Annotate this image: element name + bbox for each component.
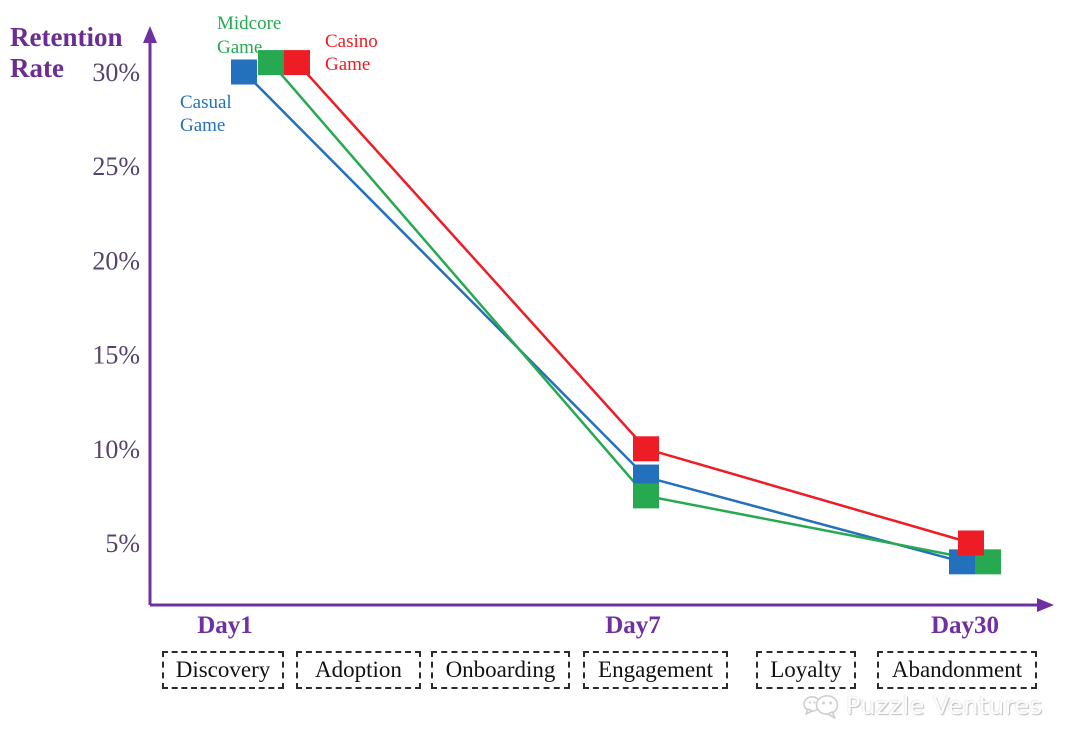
y-axis-title: Retention Rate	[10, 22, 123, 84]
y-tick-10%: 10%	[92, 435, 140, 464]
line-casual-game	[243, 71, 963, 564]
legend-midcore-game-line1: Midcore	[217, 13, 281, 34]
stage-box-label: Abandonment	[891, 657, 1023, 682]
stage-box-adoption: Adoption	[296, 651, 421, 689]
x-axis-arrow-icon	[1037, 598, 1054, 612]
stage-box-abandonment: Abandonment	[877, 651, 1037, 689]
stage-box-label: Loyalty	[770, 657, 842, 682]
axes	[143, 26, 1054, 612]
legend-casino-game-line1: Casino	[325, 31, 378, 52]
stage-box-label: Engagement	[598, 657, 713, 682]
stage-box-label: Adoption	[315, 657, 402, 682]
x-label-day1: Day1	[197, 612, 253, 639]
y-tick-20%: 20%	[92, 246, 140, 275]
speech-bubbles-icon	[803, 695, 839, 719]
x-label-day7: Day7	[605, 612, 661, 639]
line-midcore-game	[270, 61, 989, 564]
y-tick-5%: 5%	[105, 529, 140, 558]
marker-casino-game-day7	[633, 436, 659, 462]
y-tick-25%: 25%	[92, 152, 140, 181]
stage-box-discovery: Discovery	[162, 651, 284, 689]
stage-box-label: Onboarding	[445, 657, 556, 682]
legend-casino-game-line2: Game	[325, 54, 370, 75]
stage-box-onboarding: Onboarding	[431, 651, 570, 689]
x-label-day30: Day30	[931, 612, 999, 639]
marker-casual-game-day1	[231, 59, 257, 85]
legend-casual-game-line1: Casual	[180, 92, 232, 113]
y-axis-arrow-icon	[143, 26, 157, 43]
marker-casino-game-day1	[284, 50, 310, 76]
stage-box-label: Discovery	[175, 657, 271, 682]
stage-box-engagement: Engagement	[583, 651, 728, 689]
y-tick-30%: 30%	[92, 58, 140, 87]
watermark: Puzzle Ventures	[802, 690, 1043, 722]
marker-midcore-game-day1	[258, 50, 284, 76]
y-tick-15%: 15%	[92, 341, 140, 370]
marker-midcore-game-day7	[633, 483, 659, 509]
series-layer	[231, 50, 1001, 575]
marker-casino-game-day30	[958, 530, 984, 556]
stage-box-loyalty: Loyalty	[756, 651, 856, 689]
legend-casual-game-line2: Game	[180, 115, 225, 136]
watermark-text: Puzzle Ventures	[846, 692, 1043, 720]
legend-midcore-game-line2: Game	[217, 37, 262, 58]
